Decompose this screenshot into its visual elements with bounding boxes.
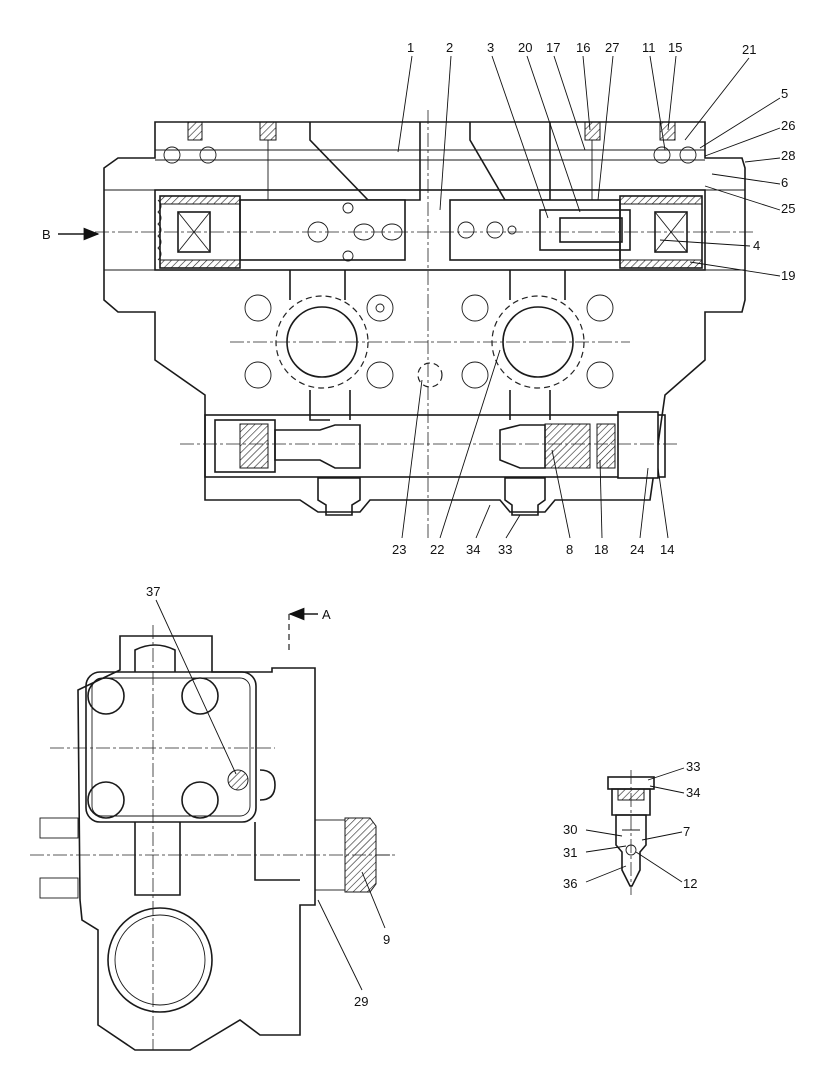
view-label-b: B [42, 227, 51, 242]
port-hole [244, 294, 272, 322]
bottom-plug-right [504, 477, 546, 516]
callout-6: 6 [781, 175, 788, 190]
callout-24: 24 [630, 542, 644, 557]
spool-bore [154, 189, 706, 271]
callout-12: 12 [683, 876, 697, 891]
callout-3: 3 [487, 40, 494, 55]
view-b-arrow: B [42, 227, 100, 242]
bolt-37 [227, 769, 249, 791]
callout-16: 16 [576, 40, 590, 55]
left-spool [239, 199, 406, 261]
callout-20: 20 [518, 40, 532, 55]
callout-18: 18 [594, 542, 608, 557]
detail-callouts: 33 34 30 7 31 12 36 [563, 759, 700, 891]
view-label-a: A [322, 607, 331, 622]
detail-callout-leaders [585, 767, 685, 883]
side-callouts: 37 9 29 [146, 584, 390, 1009]
callout-11: 11 [642, 40, 656, 55]
callout-8: 8 [566, 542, 573, 557]
side-callout-leaders [155, 599, 386, 991]
callout-23: 23 [392, 542, 406, 557]
callout-21: 21 [742, 42, 756, 57]
top-callout-leaders [397, 55, 781, 539]
callout-22: 22 [430, 542, 444, 557]
callout-4: 4 [753, 238, 760, 253]
callout-7: 7 [683, 824, 690, 839]
lower-spool-bore [204, 414, 666, 478]
callout-9: 9 [383, 932, 390, 947]
callout-17: 17 [546, 40, 560, 55]
side-view [30, 614, 395, 1051]
callout-29: 29 [354, 994, 368, 1009]
callout-31: 31 [563, 845, 577, 860]
top-section-view [95, 110, 755, 540]
callout-19: 19 [781, 268, 795, 283]
callout-15: 15 [668, 40, 682, 55]
top-callouts: 1 2 3 20 17 16 27 11 15 21 5 26 28 6 25 … [392, 40, 795, 557]
check-valve-detail [607, 770, 655, 895]
callout-27: 27 [605, 40, 619, 55]
callout-37: 37 [146, 584, 160, 599]
side-body-outline [77, 635, 316, 1051]
callout-2: 2 [446, 40, 453, 55]
callout-33-top: 33 [498, 542, 512, 557]
mounting-flange [85, 671, 257, 823]
callout-1: 1 [407, 40, 414, 55]
callout-5: 5 [781, 86, 788, 101]
callout-30: 30 [563, 822, 577, 837]
callout-25: 25 [781, 201, 795, 216]
right-spool [449, 199, 621, 261]
plug-top-left [187, 121, 203, 141]
callout-14: 14 [660, 542, 674, 557]
bottom-plug-left [317, 477, 361, 516]
callout-34-top: 34 [466, 542, 480, 557]
side-large-port [107, 907, 213, 1013]
callout-34-detail: 34 [686, 785, 700, 800]
callout-36: 36 [563, 876, 577, 891]
callout-26: 26 [781, 118, 795, 133]
valve-body-outline [103, 121, 746, 513]
view-a-arrow: A [288, 607, 331, 622]
callout-28: 28 [781, 148, 795, 163]
callout-33-detail: 33 [686, 759, 700, 774]
